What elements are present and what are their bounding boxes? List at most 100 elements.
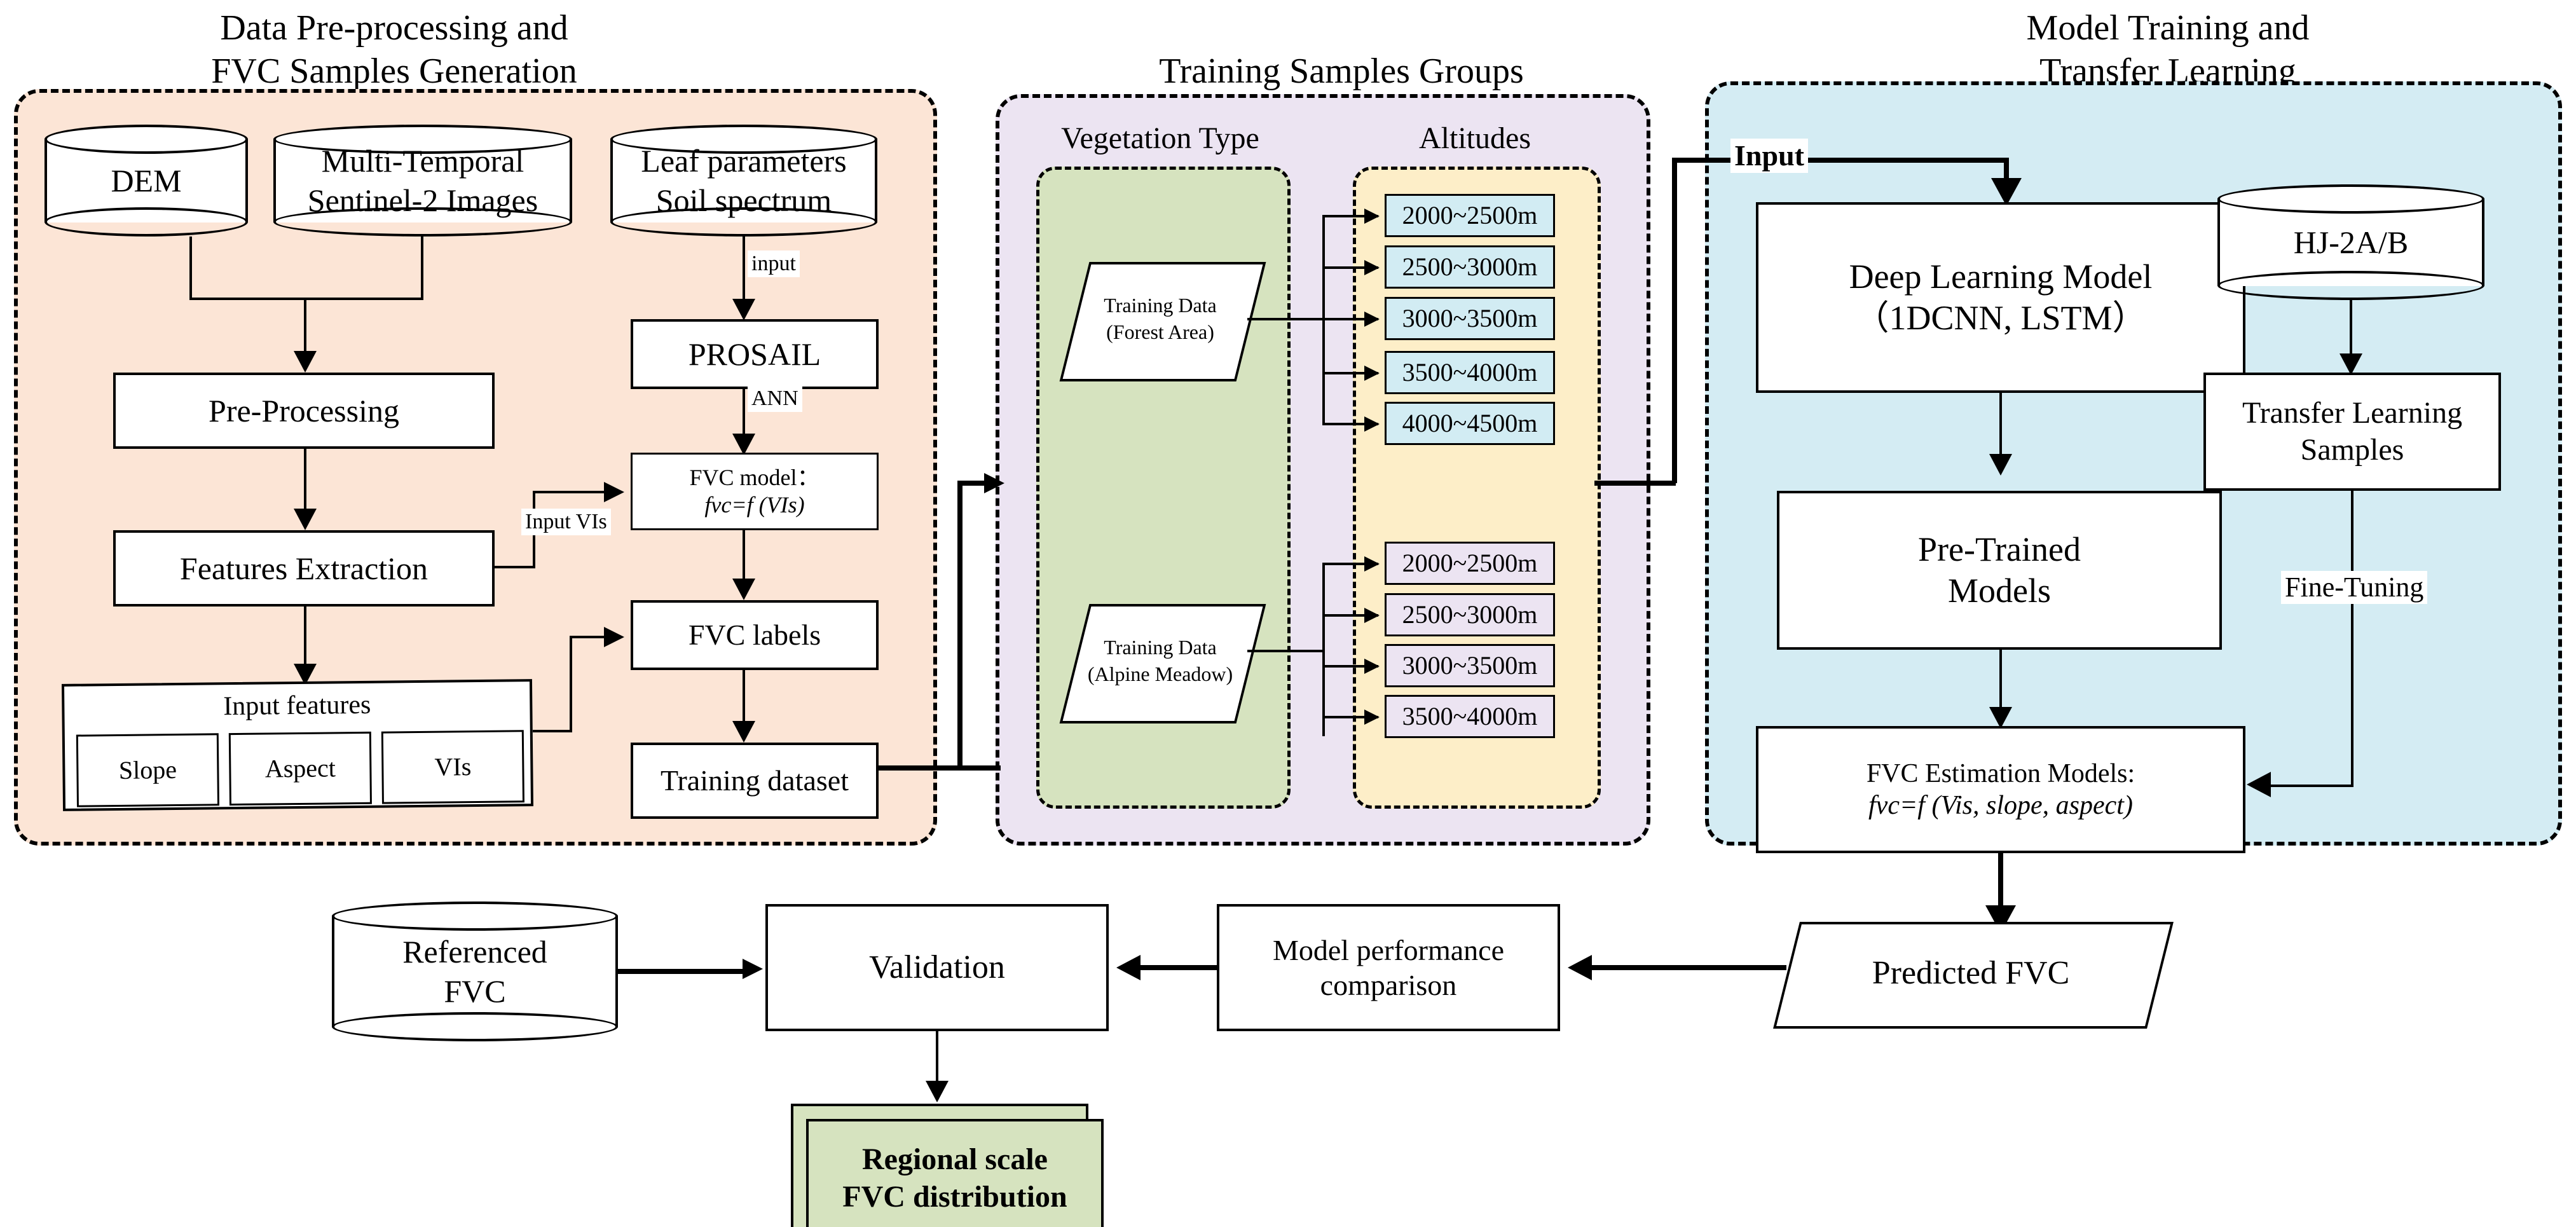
arrow-into-validation-left [743, 959, 763, 979]
arrow-to-fvc-model [732, 434, 755, 455]
box-pre-processing: Pre-Processing [113, 373, 495, 449]
edge-prosail-to-fvcmodel [743, 389, 745, 442]
box-deep-learning-model: Deep Learning Model （1DCNN, LSTM） [1756, 202, 2245, 393]
arrow-forest-a2 [1364, 260, 1380, 275]
chip-vis: VIs [381, 730, 524, 804]
box-pre-trained-models: Pre-Trained Models [1777, 491, 2222, 650]
edge-alpine-out [1247, 650, 1325, 652]
edge-label-fine-tuning: Fine-Tuning [2281, 571, 2428, 604]
chip-altitude-alpine-2: 2500~3000m [1385, 593, 1555, 636]
chip-altitude-forest-3: 3000~3500m [1385, 297, 1555, 340]
edge-validation-to-result [936, 1031, 938, 1090]
edge-alpine-b1 [1322, 563, 1378, 565]
fvc-model-formula: fvc=f (VIs) [704, 492, 805, 518]
edge-groups-entry [957, 481, 988, 486]
edge-estimation-to-predicted [1998, 853, 2003, 917]
edge-labels-to-dataset [743, 670, 745, 730]
db-referenced-fvc-label: Referenced FVC [402, 933, 547, 1010]
chip-altitude-forest-2: 2500~3000m [1385, 245, 1555, 289]
arrow-into-fvc-labels [604, 627, 624, 647]
chip-altitude-alpine-1: 2000~2500m [1385, 542, 1555, 585]
db-hj-2ab-label: HJ-2A/B [2293, 224, 2409, 260]
edge-dlm-to-pretrained [1999, 393, 2002, 463]
edge-input-riser [1672, 158, 1677, 483]
group-title-preprocessing: Data Pre-processing and FVC Samples Gene… [211, 8, 577, 92]
db-sentinel: Multi-Temporal Sentinel-2 Images [273, 125, 572, 236]
box-transfer-learning-samples: Transfer Learning Samples [2203, 373, 2501, 491]
arrow-forest-a3 [1364, 312, 1380, 327]
label-training-data-alpine: Training Data (Alpine Meadow) [1087, 636, 1233, 685]
db-sentinel-label: Multi-Temporal Sentinel-2 Images [307, 142, 538, 219]
arrow-into-training-groups [984, 473, 1004, 493]
chip-altitude-forest-4: 3500~4000m [1385, 351, 1555, 394]
edge-alpine-b4 [1322, 716, 1378, 718]
edge-forest-b2 [1322, 266, 1378, 269]
fvc-estimation-title: FVC Estimation Models: [1866, 758, 2135, 788]
label-training-data-forest: Training Data (Forest Area) [1104, 294, 1217, 343]
db-referenced-fvc: Referenced FVC [332, 901, 618, 1041]
db-dem: DEM [45, 125, 248, 236]
edge-input-drop [2004, 158, 2009, 188]
db-leaf-params: Leaf parameters Soil spectrum [610, 125, 877, 236]
arrow-forest-a4 [1364, 366, 1380, 381]
column-title-altitudes: Altitudes [1419, 121, 1531, 155]
chip-slope: Slope [76, 733, 219, 807]
db-hj-2ab: HJ-2A/B [2217, 184, 2484, 300]
edge-features-branch [495, 566, 534, 568]
box-input-features: Input features Slope Aspect VIs [61, 679, 534, 811]
edge-merge-to-preprocessing [304, 298, 306, 356]
arrow-alpine-a4 [1364, 709, 1380, 725]
edge-leaf-to-prosail [743, 236, 745, 308]
chip-altitude-alpine-3: 3000~3500m [1385, 644, 1555, 687]
arrow-to-preprocessing [294, 351, 317, 373]
edge-inputfeatures-right [533, 730, 572, 732]
edge-forest-b1 [1322, 215, 1378, 217]
edge-inputfeatures-riser [570, 636, 572, 732]
edge-alpine-bus [1322, 563, 1325, 736]
edge-predicted-to-comparison [1589, 965, 1786, 970]
box-fvc-labels: FVC labels [631, 600, 879, 670]
edge-hj-to-samples [2350, 300, 2352, 364]
group-title-model-training: Model Training and Transfer Learning [2026, 8, 2310, 92]
edge-groups-to-input [1594, 481, 1676, 486]
box-fvc-model: FVC model： fvc=f (VIs) [631, 453, 879, 530]
db-leaf-params-label: Leaf parameters Soil spectrum [641, 142, 847, 219]
edge-merge-sources [189, 298, 423, 300]
arrow-to-pre-trained-models [1989, 454, 2012, 476]
edge-alpine-b3 [1322, 665, 1378, 668]
edge-input-run [1672, 158, 2009, 163]
box-validation: Validation [765, 904, 1109, 1031]
box-model-performance-comparison: Model performance comparison [1217, 904, 1560, 1031]
edge-label-input-vis: Input VIs [521, 509, 611, 535]
box-training-dataset: Training dataset [631, 743, 879, 819]
edge-features-to-fvcmodel-top [533, 491, 606, 493]
arrow-forest-a5 [1364, 416, 1380, 432]
arrow-to-features-extraction [294, 509, 317, 530]
fvc-estimation-formula: fvc=f (Vis, slope, aspect) [1868, 791, 2133, 820]
edge-label-input-bus: Input [1730, 139, 1808, 173]
edge-inputfeatures-to-labels [570, 636, 606, 638]
arrow-to-prosail [732, 299, 755, 320]
edge-forest-b3 [1322, 318, 1378, 320]
edge-forest-b4 [1322, 372, 1378, 374]
edge-pretrained-to-estimation [1999, 650, 2002, 717]
edge-forest-out [1247, 318, 1325, 320]
edge-finetune-run [2270, 785, 2352, 787]
box-regional-fvc-distribution: Regional scale FVC distribution [806, 1119, 1104, 1227]
input-features-title: Input features [223, 690, 371, 722]
arrow-alpine-a1 [1364, 556, 1380, 572]
box-fvc-estimation-models: FVC Estimation Models: fvc=f (Vis, slope… [1756, 726, 2245, 853]
box-prosail: PROSAIL [631, 319, 879, 389]
arrow-into-deep-learning-model [1991, 178, 2022, 206]
edge-sentinel-down [421, 236, 423, 299]
arrow-forest-a1 [1364, 209, 1380, 224]
arrow-to-fvc-labels [732, 579, 755, 600]
edge-comparison-to-validation [1138, 965, 1217, 970]
arrow-into-comparison [1568, 955, 1592, 980]
fvc-model-title: FVC model： [689, 464, 820, 490]
arrow-into-validation-right [1116, 955, 1141, 980]
chip-altitude-alpine-4: 3500~4000m [1385, 695, 1555, 738]
arrow-alpine-a2 [1364, 608, 1380, 623]
edge-groups-riser [957, 481, 963, 768]
edge-preprocessing-to-features [304, 449, 306, 518]
